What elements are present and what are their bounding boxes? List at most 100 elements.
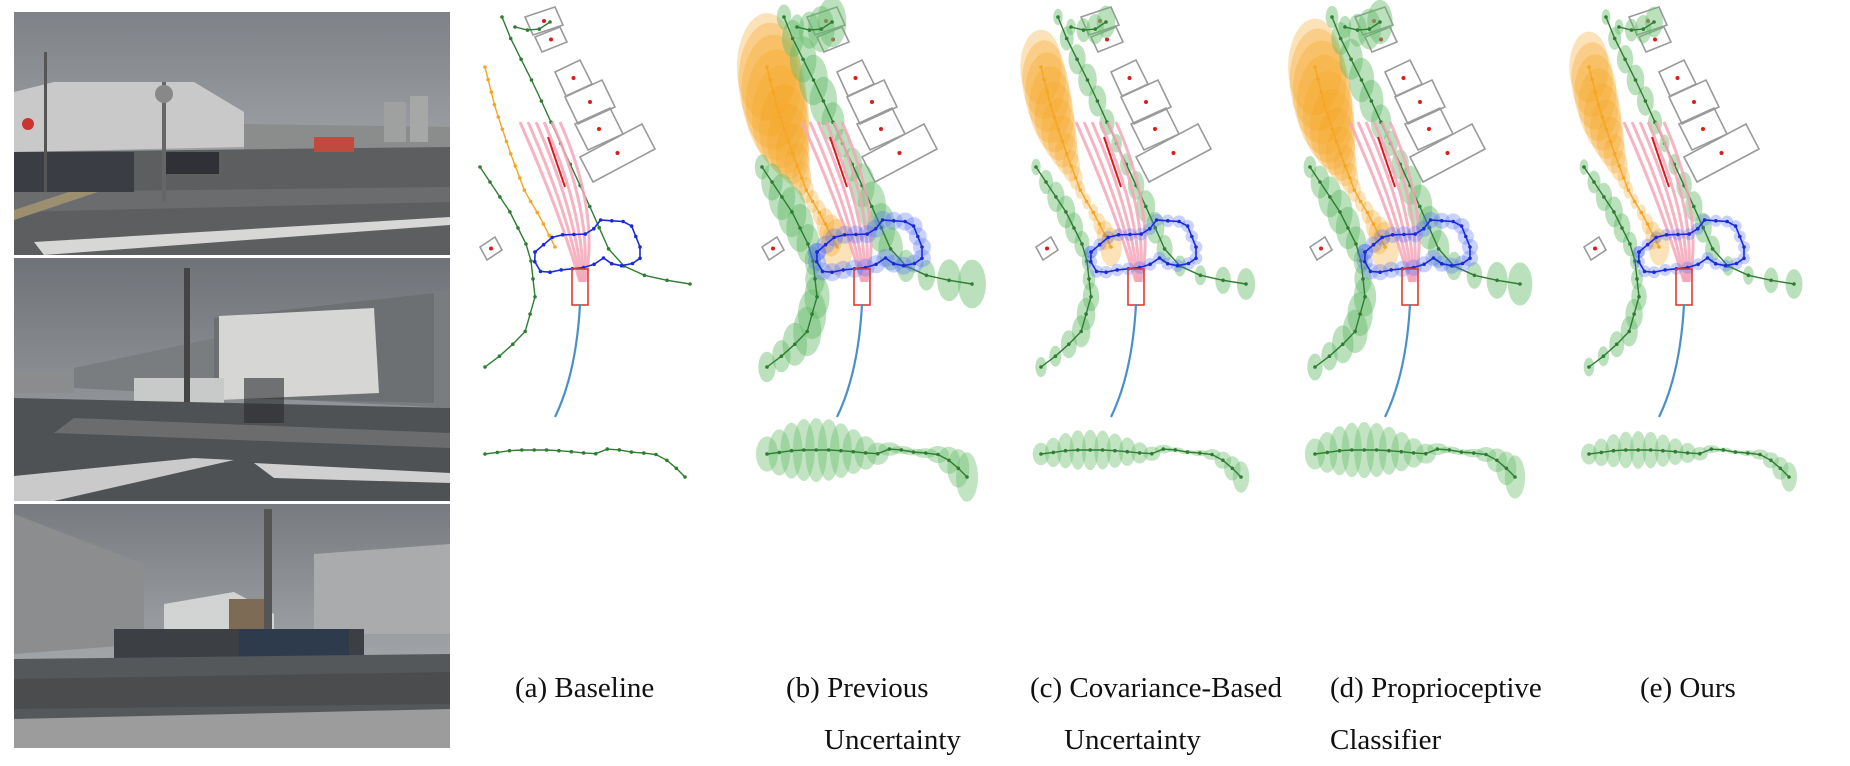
lane-vertex [1064, 210, 1068, 214]
parking-space [1667, 78, 1721, 126]
boundary-vertex [1078, 188, 1083, 192]
lane-vertex [539, 99, 544, 103]
agent-heading [829, 136, 848, 188]
bottom-lane-vertex [802, 448, 806, 452]
lane-vertex [1346, 226, 1350, 230]
crossing-vertex [601, 256, 606, 260]
crossing-vertex [1422, 226, 1426, 231]
ego-path [1658, 303, 1686, 418]
lane-vertex [1633, 259, 1637, 263]
bottom-lane-vertex [1504, 466, 1509, 471]
lane-vertex [497, 354, 502, 359]
lane-vertex [821, 99, 826, 103]
bottom-lane-vertex [863, 451, 868, 455]
crossing-vertex [883, 256, 888, 260]
boundary-vertex [1626, 188, 1631, 192]
boundary-vertex [1042, 77, 1046, 82]
crossing-vertex [920, 256, 924, 261]
parking-space [533, 25, 569, 54]
lane-vertex [1318, 180, 1322, 184]
boundary-vertex [1084, 199, 1089, 204]
bottom-lane-vertex [1230, 466, 1235, 471]
lane-vertex [765, 365, 769, 369]
lane-divider-main [1331, 16, 1521, 285]
parking-marker [771, 246, 775, 251]
caption-c: (c) Covariance-Based Uncertainty [1030, 662, 1282, 766]
bottom-lane-vertex [1137, 451, 1142, 455]
bottom-lane-vertex [665, 458, 669, 463]
bottom-lane-vertex [1685, 451, 1690, 455]
crossing-vertex [1363, 250, 1367, 254]
crossing-vertex [1165, 261, 1170, 266]
boundary-vertex [1632, 199, 1637, 204]
lane-vertex [780, 195, 784, 199]
road-boundary-line [484, 66, 556, 248]
bottom-lane-vertex [851, 449, 856, 454]
lane-vertex [642, 273, 647, 278]
lane-vertex [1627, 329, 1631, 334]
bottom-lane-vertex [1778, 466, 1783, 471]
panel-a-baseline [478, 6, 750, 562]
map-layer [1288, 0, 1533, 499]
boundary-vertex [771, 90, 776, 94]
agent-heading [1377, 136, 1396, 188]
predicted-trajectory [800, 121, 864, 283]
boundary-vertex [1074, 176, 1078, 180]
crossing-vertex [1734, 261, 1739, 266]
panel-b-previous-uncertainty [737, 0, 1032, 562]
bottom-lane-vertex [1459, 450, 1464, 454]
bottom-lane-vertex [1709, 447, 1714, 451]
lane-vertex [533, 295, 537, 299]
boundary-vertex [1091, 210, 1096, 215]
camera-view-front-left [14, 12, 450, 255]
parking-marker [1701, 127, 1705, 131]
parking-marker [831, 37, 835, 42]
lane-vertex [1089, 295, 1093, 299]
predicted-trajectory [1364, 121, 1414, 283]
bottom-lane-vertex [1513, 475, 1517, 479]
crossing-vertex [1725, 219, 1729, 224]
bottom-lane-vertex [605, 447, 610, 451]
predicted-trajectory [832, 121, 869, 283]
lane-vertex [1080, 242, 1084, 246]
crossing-vertex [1742, 245, 1746, 249]
lane-vertex [815, 295, 819, 299]
lane-vertex [819, 27, 824, 31]
ego-path [1384, 303, 1412, 418]
parking-space [1134, 122, 1213, 184]
predicted-trajectory [1356, 121, 1413, 283]
lane-vertex [1095, 99, 1100, 103]
bottom-lane-vertex [956, 466, 961, 471]
bottom-lane-vertex [1472, 451, 1476, 455]
lane-vertex [665, 278, 669, 283]
predicted-trajectory [550, 121, 587, 283]
lane-vertex [811, 259, 815, 263]
boundary-vertex [1377, 233, 1381, 238]
boundary-vertex [1064, 152, 1069, 156]
boundary-vertex [1319, 90, 1324, 94]
lane-vertex [1637, 295, 1641, 299]
bottom-lane-vertex [1611, 448, 1616, 453]
lane-vertex [1601, 354, 1606, 359]
boundary-vertex [804, 188, 809, 192]
crossing-line [815, 219, 923, 274]
lane-vertex [1354, 242, 1358, 246]
boundary-vertex [486, 77, 490, 82]
bottom-lane-vertex [789, 448, 794, 453]
crossing-vertex [1705, 256, 1710, 260]
boundary-vertex [1600, 115, 1605, 119]
road-boundary-line [1314, 66, 1386, 248]
lane-vertex [1692, 204, 1696, 209]
lane-vertex [1633, 78, 1638, 82]
road-boundary-line [1040, 66, 1112, 248]
parking-marker [1153, 127, 1157, 131]
bottom-lane-vertex [617, 448, 622, 452]
bottom-lane-vertex [1150, 451, 1154, 456]
boundary-vertex [1316, 77, 1320, 82]
lane-vertex [478, 165, 482, 169]
parking-marker [1127, 76, 1132, 80]
camera-view-front [14, 258, 450, 501]
crossing-vertex [1702, 218, 1707, 222]
crossing-vertex [854, 232, 858, 237]
bottom-lane-vertex [1173, 448, 1178, 452]
